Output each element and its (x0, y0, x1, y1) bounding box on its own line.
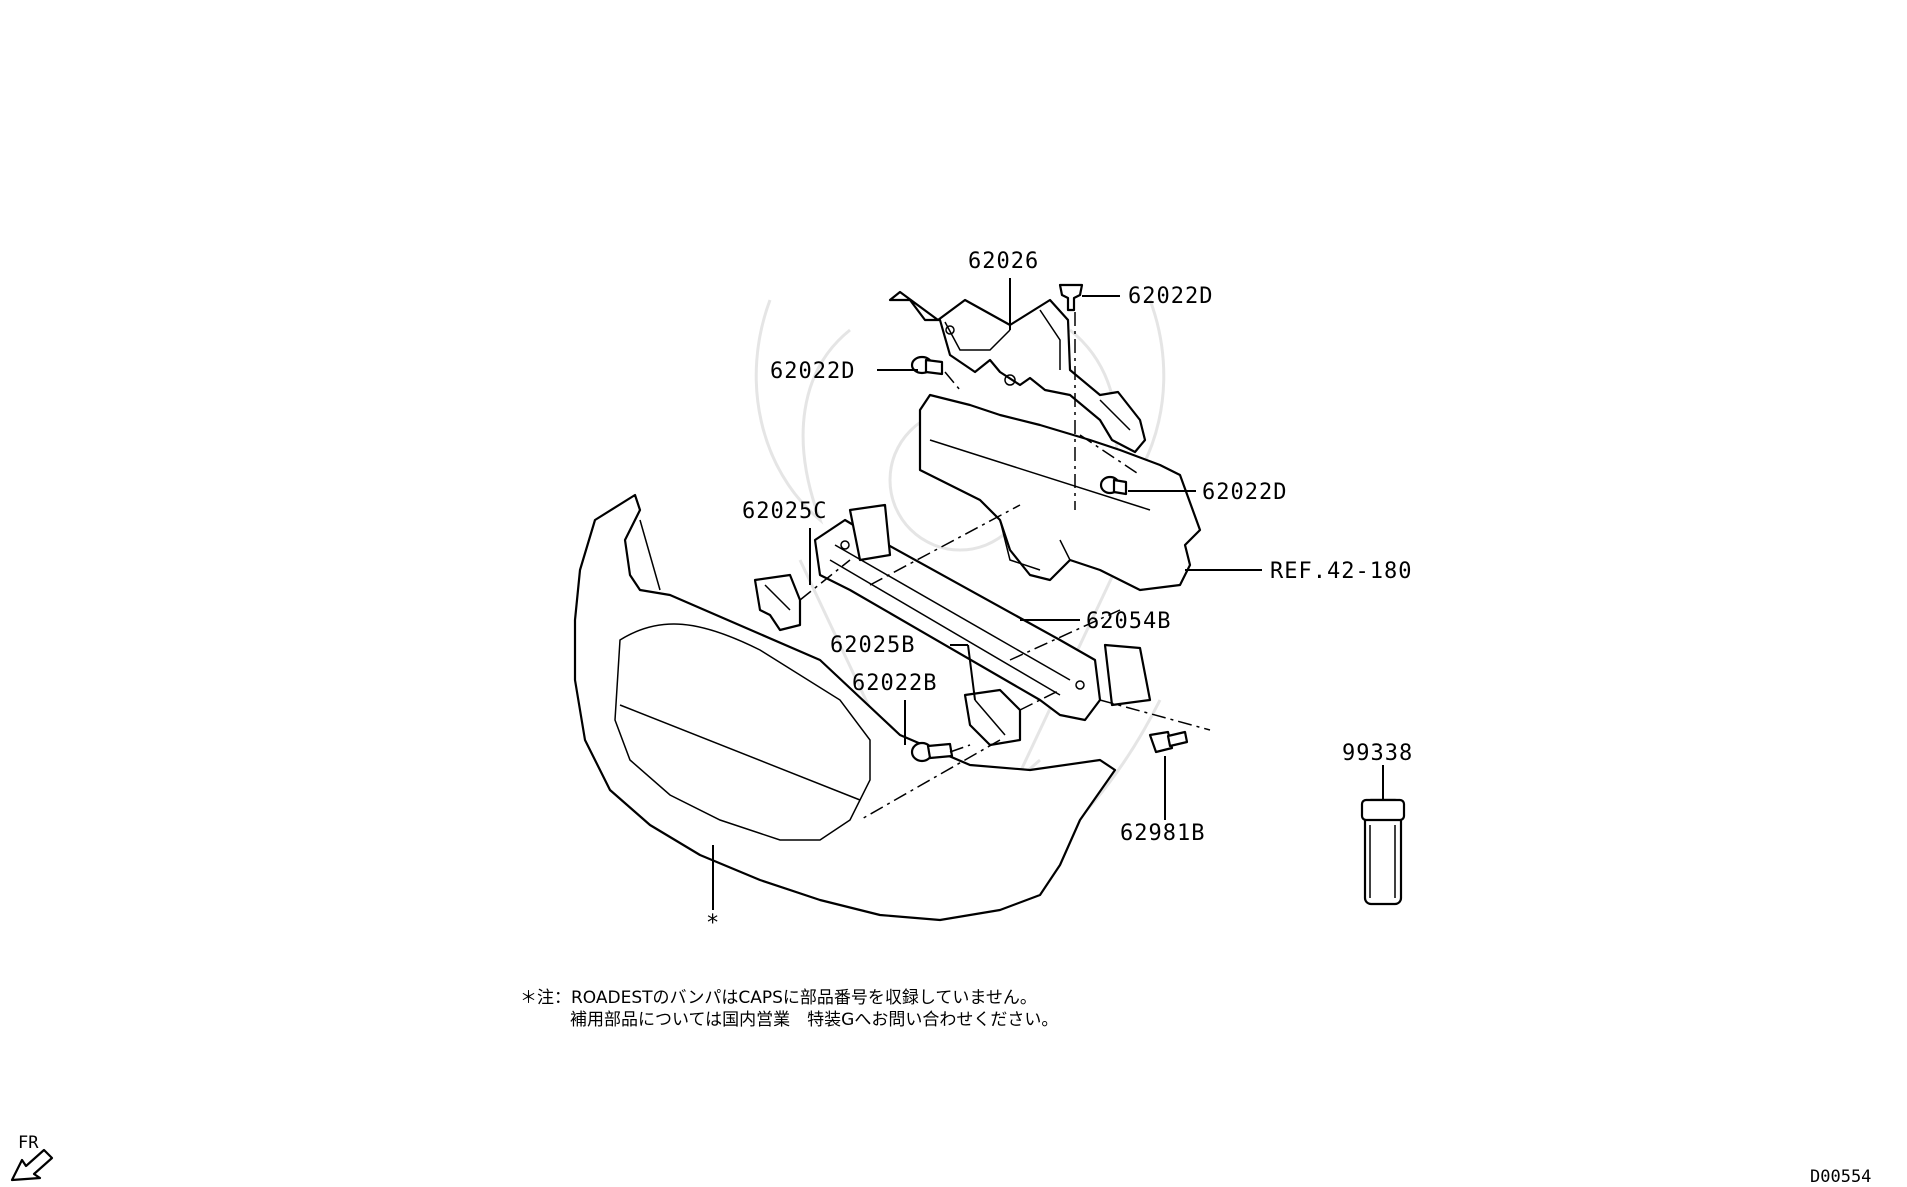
footnote-line1: ＊注：ROADESTのバンパはCAPSに部品番号を収録していません。 (520, 988, 1037, 1008)
clip-62022d-right (1099, 475, 1128, 496)
label-asterisk: * (706, 911, 720, 936)
label-62026: 62026 (968, 249, 1039, 274)
touch-up-bottle-99338 (1360, 798, 1406, 906)
label-62025c: 62025C (742, 499, 827, 524)
bracket-62025b (963, 688, 1022, 747)
orientation-label: FR (18, 1133, 39, 1153)
bracket-62025c (753, 573, 802, 632)
clip-62022d-top (1058, 283, 1084, 312)
leader-lines (712, 278, 1384, 910)
reference-panel (918, 393, 1202, 592)
label-62025b: 62025B (830, 633, 915, 658)
label-ref-42-180: REF.42-180 (1270, 559, 1412, 584)
label-62022d-top: 62022D (1128, 284, 1213, 309)
assembly-lines (799, 312, 1211, 821)
front-bumper (573, 493, 1117, 922)
label-99338: 99338 (1342, 741, 1413, 766)
upper-bracket-62026 (888, 290, 1147, 454)
label-62054b: 62054B (1086, 609, 1171, 634)
footnote-line2: 補用部品については国内営業 特装Gへお問い合わせください。 (570, 1010, 1058, 1030)
label-62022d-right: 62022D (1202, 480, 1287, 505)
diagram-id: D00554 (1810, 1167, 1871, 1187)
front-arrow-icon (10, 1148, 54, 1182)
label-62022d-left: 62022D (770, 359, 855, 384)
bolt-62981b (1148, 730, 1189, 754)
reinforcement-beam-62054b (813, 503, 1152, 722)
label-62022b: 62022B (852, 671, 937, 696)
label-62981b: 62981B (1120, 821, 1205, 846)
clip-62022b (910, 741, 954, 763)
clip-62022d-left (910, 355, 944, 376)
